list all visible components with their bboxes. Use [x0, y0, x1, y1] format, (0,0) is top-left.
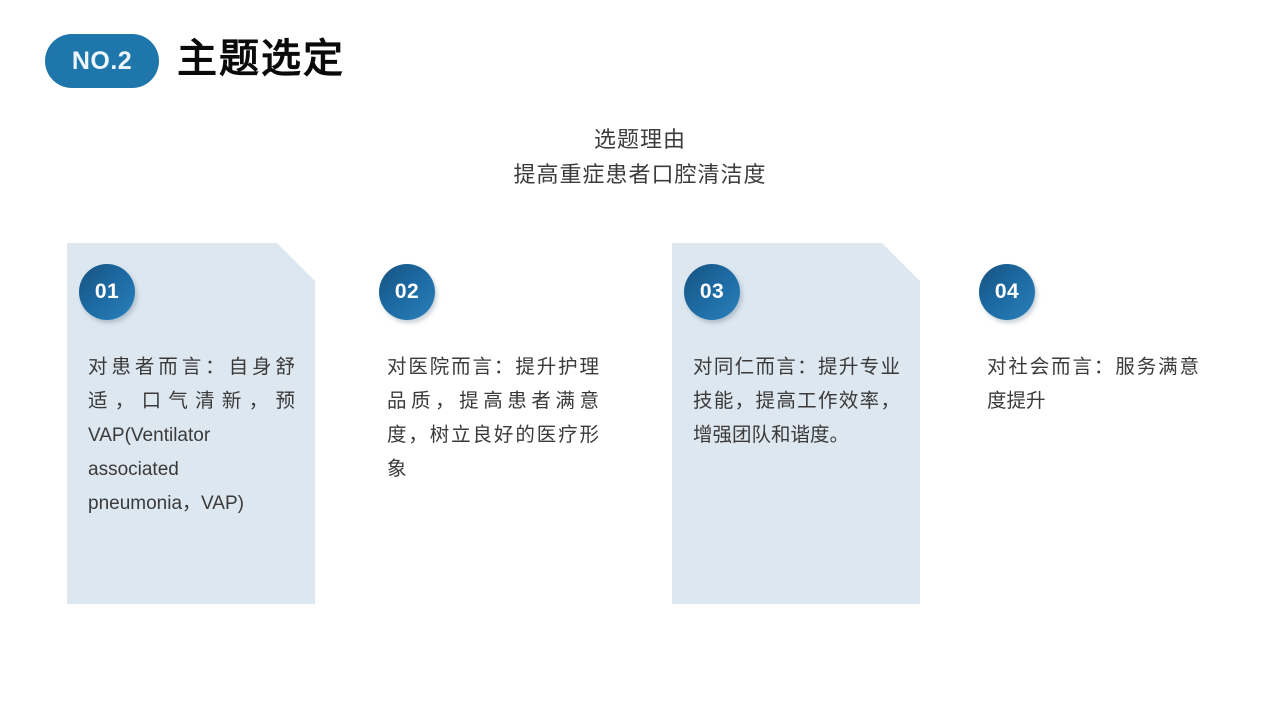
card-number-label-03: 03	[699, 280, 725, 303]
card-number-badge-01: 01	[79, 264, 135, 320]
card-body-latin-01: VAP(Ventilator associated pneumonia，VAP)	[88, 425, 244, 514]
section-number-label: NO.2	[71, 46, 133, 75]
card-body-04: 对社会而言：服务满意度提升	[987, 357, 1199, 412]
card-number-badge-03: 03	[684, 264, 740, 320]
card-number-label-01: 01	[94, 280, 120, 303]
card-number-badge-02: 02	[379, 264, 435, 320]
card-body-01: 对患者而言：自身舒适，口气清新，预 VAP(Ventilator associat…	[88, 351, 295, 521]
section-number-badge: NO.2	[45, 34, 159, 88]
card-body-cjk-01: 对患者而言：自身舒适，口气清新，预	[88, 357, 295, 412]
card-body-02: 对医院而言：提升护理品质，提高患者满意度，树立良好的医疗形象	[387, 357, 599, 480]
card-body-03: 对同仁而言：提升专业技能，提高工作效率，增强团队和谐度。	[693, 357, 900, 446]
reason-card-list: 01 对患者而言：自身舒适，口气清新，预 VAP(Ventilator assoc…	[0, 243, 1280, 623]
card-number-label-04: 04	[994, 280, 1020, 303]
subtitle-block: 选题理由 提高重症患者口腔清洁度	[0, 122, 1280, 192]
subtitle-line-2: 提高重症患者口腔清洁度	[513, 162, 767, 187]
slide-header: NO.2 主题选定	[45, 34, 345, 88]
card-number-label-02: 02	[394, 280, 420, 303]
card-number-badge-04: 04	[979, 264, 1035, 320]
subtitle-line-1: 选题理由	[593, 127, 686, 152]
page-title: 主题选定	[177, 36, 345, 81]
